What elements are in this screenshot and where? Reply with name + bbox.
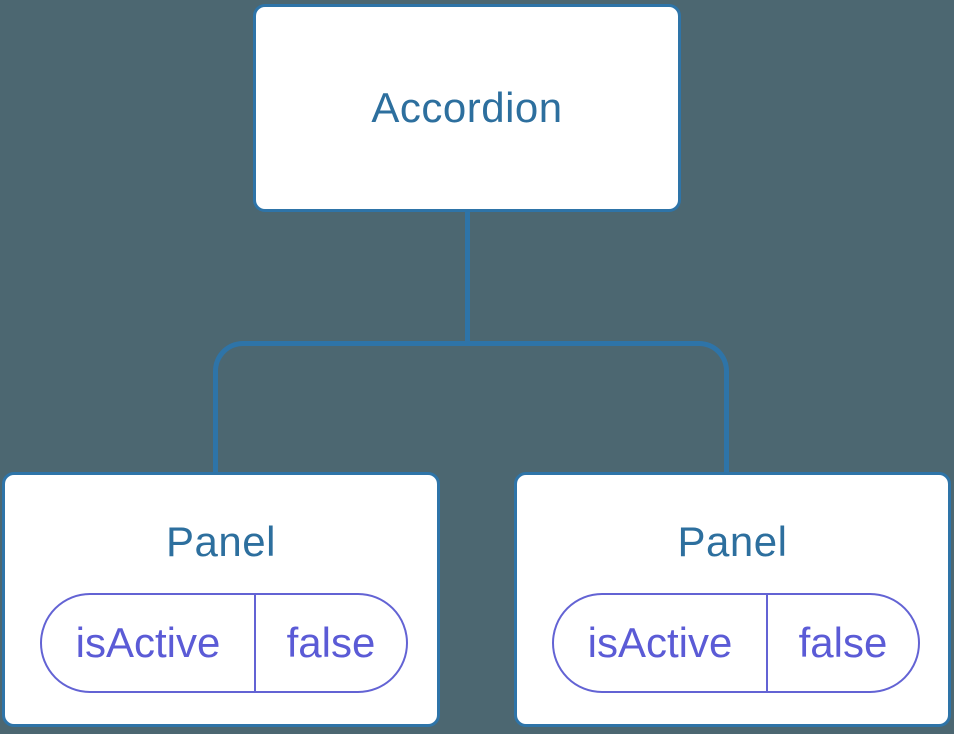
connector-stem (465, 211, 470, 344)
state-pill-left: isActive false (40, 593, 408, 693)
state-name: isActive (42, 595, 256, 691)
panel-left-label: Panel (166, 518, 276, 565)
panel-right-label: Panel (677, 518, 788, 565)
state-value: false (286, 619, 376, 666)
accordion-label: Accordion (371, 84, 563, 131)
connector-bracket (213, 341, 729, 472)
state-name: isActive (554, 595, 768, 691)
node-panel-right: Panel isActive false (514, 472, 951, 727)
state-value: false (798, 619, 888, 666)
node-accordion: Accordion (253, 4, 681, 212)
state-pill-right: isActive false (552, 593, 920, 693)
node-panel-left: Panel isActive false (2, 472, 440, 727)
